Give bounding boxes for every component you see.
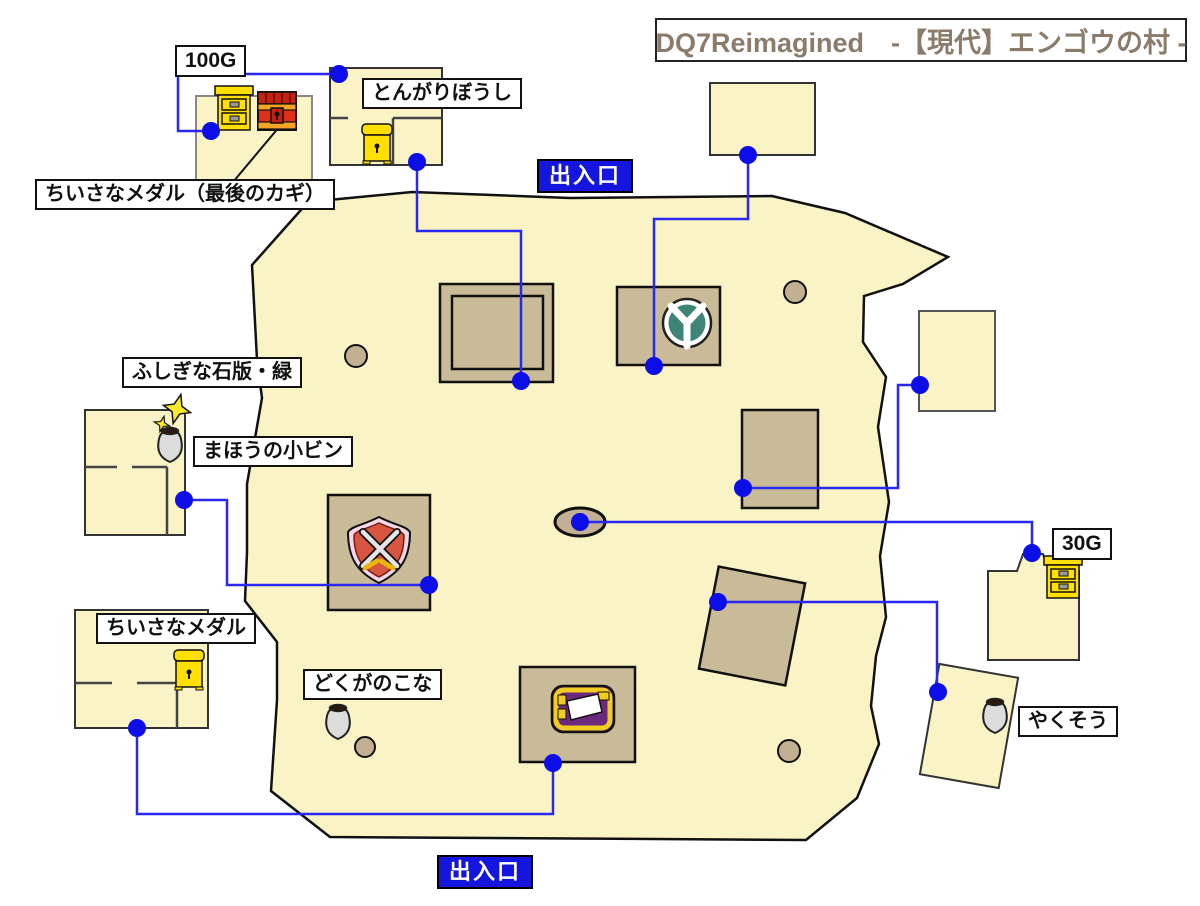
building-south-east <box>697 565 807 687</box>
pot-icon <box>982 697 1008 735</box>
pot-icon <box>157 426 183 464</box>
label-fushigina-sekiban: ふしぎな石版・緑 <box>122 357 302 388</box>
building-east-house <box>918 310 996 412</box>
label-tongari-boushi: とんがりぼうし <box>362 78 522 109</box>
sparkle-icon <box>161 392 193 426</box>
building-table-inner <box>450 294 545 371</box>
weapon-shop-icon <box>346 515 412 585</box>
dresser-icon <box>1043 555 1083 599</box>
label-yakusou: やくそう <box>1018 706 1118 737</box>
entrance-label-bottom: 出入口 <box>437 855 534 890</box>
cabinet-icon <box>173 649 205 691</box>
marker-dots <box>128 65 1041 772</box>
label-chiisana-medal-key: ちいさなメダル（最後のカギ） <box>35 179 335 210</box>
label-dokuga-no-kona: どくがのこな <box>303 669 443 700</box>
rock-circles <box>344 280 807 763</box>
label-100g: 100G <box>175 45 247 78</box>
building-table-house <box>438 282 555 384</box>
cabinet-icon <box>361 123 393 165</box>
label-chiisana-medal: ちいさなメダル <box>96 613 256 644</box>
armor-shop-icon <box>661 297 713 350</box>
treasure-chest-icon <box>257 91 297 131</box>
label-mahou-no-kobin: まほうの小ビン <box>193 436 353 467</box>
dresser-icon <box>214 85 254 131</box>
building-mid-east <box>740 408 820 510</box>
connection-lines <box>135 72 1034 816</box>
entrance-label-top: 出入口 <box>537 159 634 194</box>
inn-bed-icon <box>550 684 616 734</box>
building-north-exit-house <box>709 82 816 156</box>
sparkle-icon <box>152 414 172 434</box>
map-title: DQ7Reimagined -【現代】エンゴウの村 - <box>655 18 1187 62</box>
pot-icon <box>325 703 351 741</box>
interior-walls <box>75 116 442 728</box>
label-30g: 30G <box>1052 528 1112 561</box>
chest-pointer-line <box>232 125 281 183</box>
